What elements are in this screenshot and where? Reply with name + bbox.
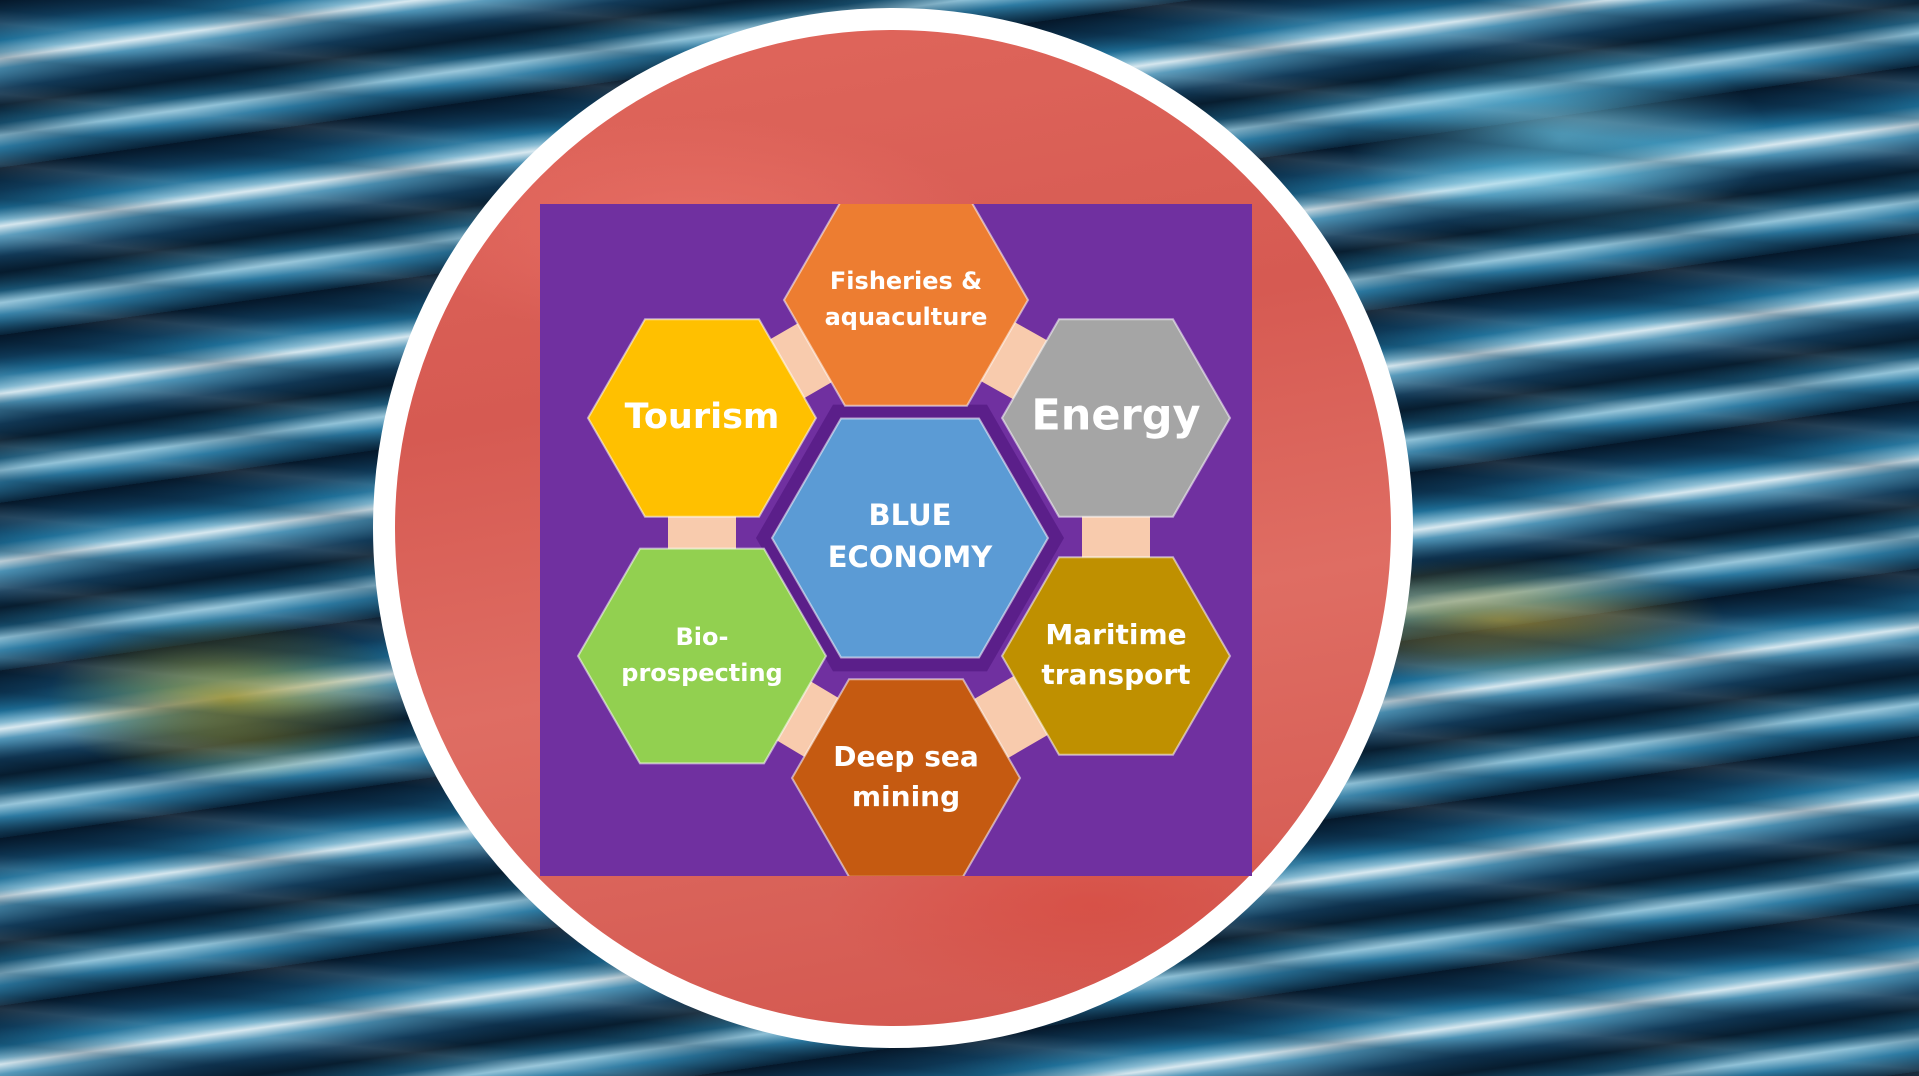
hexagon-bio-label: prospecting	[621, 659, 782, 687]
hexagon-energy-shape	[1000, 318, 1232, 518]
hexagon-center: BLUE ECONOMY	[770, 417, 1050, 659]
hexagon-bio: Bio-prospecting	[576, 547, 828, 765]
hexagon-maritime-label: transport	[1041, 658, 1190, 691]
hexagon-diagram-svg: BLUE ECONOMY Fisheries & aquacultureEnergyM…	[576, 204, 1232, 876]
hexagon-energy-label: Energy	[1031, 391, 1200, 441]
hexagon-tourism: Tourism	[586, 318, 818, 518]
hexagon-fisheries-label: Fisheries &	[830, 267, 982, 295]
hexagon-bio-label: Bio-	[676, 623, 729, 651]
hexagon-center-shape	[770, 417, 1050, 659]
hexagon-center-label: ECONOMY	[828, 540, 994, 574]
hexagon-energy: Energy	[1000, 318, 1232, 518]
hexagon-center-label: BLUE	[869, 498, 952, 532]
hexagon-tourism-shape	[586, 318, 818, 518]
hexagon-deep-sea: Deep sea mining	[790, 678, 1022, 876]
hexagon-fisheries: Fisheries & aquaculture	[782, 204, 1030, 407]
hexagon-bio-shape	[576, 547, 828, 765]
hexagon-deep-sea-shape	[790, 678, 1022, 876]
hexagon-layer: BLUE ECONOMY Fisheries & aquacultureEnergyM…	[576, 204, 1232, 876]
hexagon-fisheries-shape	[782, 204, 1030, 407]
hexagon-deep-sea-label: mining	[852, 780, 960, 813]
hexagon-fisheries-label: aquaculture	[825, 303, 988, 331]
hexagon-tourism-label: Tourism	[625, 397, 780, 437]
hexagon-deep-sea-label: Deep sea	[833, 740, 979, 773]
hexagon-maritime-label: Maritime	[1045, 618, 1186, 651]
hexagon-maritime-shape	[1000, 556, 1232, 756]
hexagon-maritime: Maritime transport	[1000, 556, 1232, 756]
